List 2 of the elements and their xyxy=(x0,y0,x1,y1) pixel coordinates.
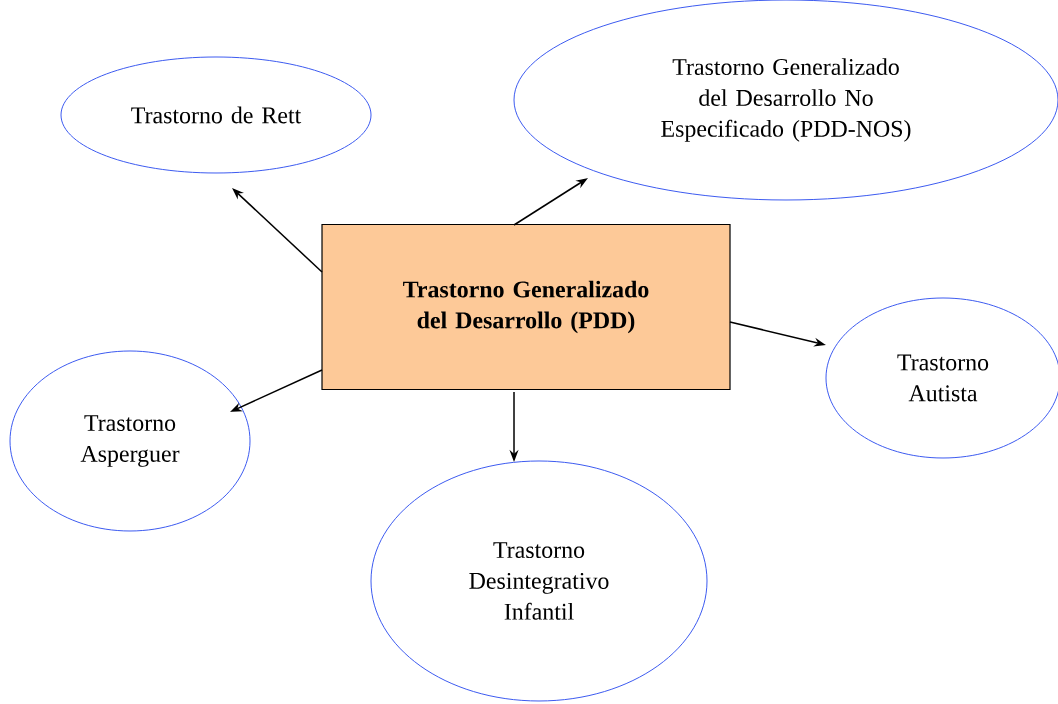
arrow xyxy=(232,188,323,273)
process-box: Trastorno Generalizado del Desarrollo (PDD) xyxy=(321,223,731,391)
